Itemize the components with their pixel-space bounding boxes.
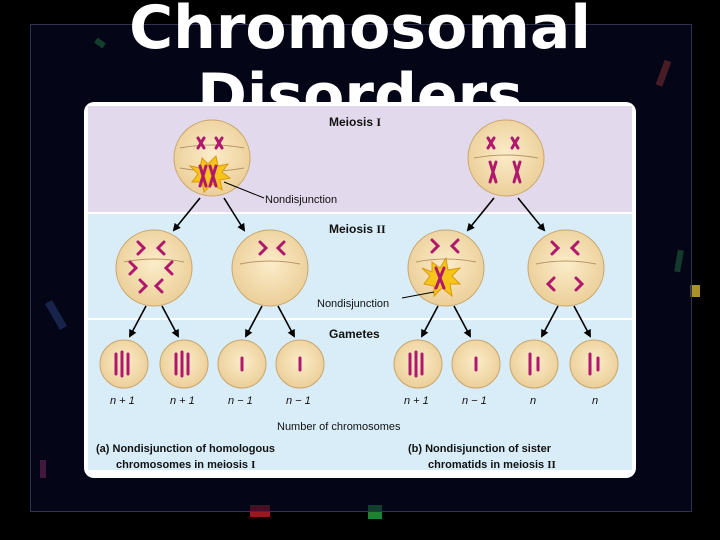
meiosis-2-cell-2 (231, 229, 309, 307)
gamete-cell-2 (159, 339, 209, 389)
slide-title-line1: Chromosomal (129, 0, 591, 63)
caption-a-line1: (a) Nondisjunction of homologous (96, 443, 275, 455)
caption-b-line2: chromatids in meiosis II (428, 459, 556, 471)
nondisjunction-label-1: Nondisjunction (265, 194, 337, 206)
meiosis-2-cell-3 (407, 229, 485, 307)
gamete-count-7: n (530, 395, 536, 407)
meiosis-2-cell-4 (527, 229, 605, 307)
caption-b-line1: (b) Nondisjunction of sister (408, 443, 552, 455)
nondisjunction-pointer-2 (401, 291, 435, 299)
gamete-count-2: n + 1 (170, 395, 195, 407)
stage-label-gametes: Gametes (329, 327, 380, 341)
gamete-cell-5 (393, 339, 443, 389)
stage-label-meiosis-2: Meiosis II (329, 222, 386, 236)
nondisjunction-diagram: Meiosis I Meiosis II Gametes (84, 102, 636, 478)
starburst-icon (188, 154, 232, 194)
gamete-count-6: n − 1 (462, 395, 487, 407)
gamete-count-1: n + 1 (110, 395, 135, 407)
gamete-count-5: n + 1 (404, 395, 429, 407)
gamete-cell-8 (569, 339, 619, 389)
gamete-cell-4 (275, 339, 325, 389)
arrows-meiosis-1 (172, 197, 546, 232)
gamete-cell-7 (509, 339, 559, 389)
gamete-count-8: n (592, 395, 598, 407)
stage-label-meiosis-1: Meiosis I (329, 115, 381, 129)
meiosis-2-cell-1 (115, 229, 193, 307)
meiosis-1-cell-right (467, 119, 545, 197)
diagram-canvas: Meiosis I Meiosis II Gametes (88, 106, 632, 471)
gamete-count-4: n − 1 (286, 395, 311, 407)
caption-a-line2: chromosomes in meiosis I (116, 459, 255, 471)
gamete-counts: n + 1 n + 1 n − 1 n − 1 n + 1 n − 1 n n (110, 395, 598, 407)
axis-label-number-of-chromosomes: Number of chromosomes (277, 421, 401, 433)
meiosis-1-cell-left (173, 119, 251, 197)
gamete-cell-1 (99, 339, 149, 389)
gamete-count-3: n − 1 (228, 395, 253, 407)
arrows-meiosis-2 (129, 305, 591, 338)
nondisjunction-pointer-1 (223, 181, 265, 199)
gamete-cell-6 (451, 339, 501, 389)
gamete-cell-3 (217, 339, 267, 389)
nondisjunction-label-2: Nondisjunction (317, 298, 389, 310)
